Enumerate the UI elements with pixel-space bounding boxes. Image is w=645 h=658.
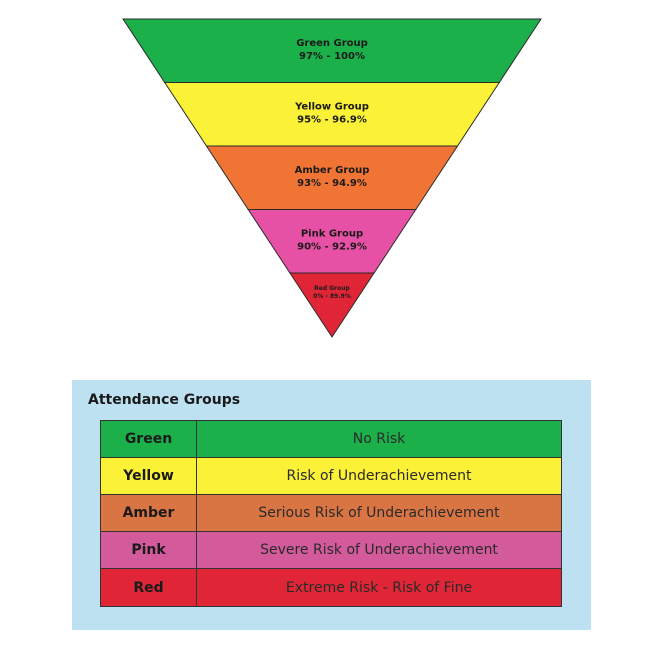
legend-group-description: Extreme Risk - Risk of Fine	[285, 579, 473, 596]
attendance-groups-legend: Attendance Groups Green No Risk Yellow R…	[72, 380, 591, 630]
legend-table: Green No Risk Yellow Risk of Underachiev…	[100, 420, 562, 607]
legend-title: Attendance Groups	[88, 392, 241, 408]
legend-group-name: Green	[101, 421, 197, 457]
pyramid-level-range: 95% - 96.9%	[297, 115, 367, 126]
pyramid-level-name: Amber Group	[295, 165, 370, 176]
legend-group-description: Risk of Underachievement	[286, 468, 472, 484]
attendance-pyramid: Green Group 97% - 100% Yellow Group 95% - 9…	[122, 18, 542, 338]
pyramid-level-range: 90% - 92.9%	[297, 242, 367, 253]
legend-row-yellow: Yellow Risk of Underachievement	[101, 458, 561, 495]
pyramid-level-range: 93% - 94.9%	[297, 178, 367, 189]
pyramid-level-name: Green Group	[296, 38, 368, 49]
legend-row-amber: Amber Serious Risk of Underachievement	[101, 495, 561, 532]
pyramid-level-name: Pink Group	[301, 229, 363, 240]
pyramid-level-red	[289, 272, 375, 338]
pyramid-level-range: 97% - 100%	[299, 51, 365, 62]
legend-row-green: Green No Risk	[101, 421, 561, 458]
legend-group-description: Serious Risk of Underachievement	[258, 505, 500, 521]
legend-group-name: Red	[101, 569, 197, 606]
pyramid-level-range: 0% - 89.9%	[313, 293, 351, 300]
legend-group-name: Yellow	[101, 458, 197, 494]
legend-row-pink: Pink Severe Risk of Underachievement	[101, 532, 561, 569]
pyramid-level-name: Red Group	[314, 285, 350, 292]
pyramid-level-name: Yellow Group	[294, 102, 369, 113]
legend-group-name: Amber	[101, 495, 197, 531]
legend-group-description: No Risk	[352, 431, 406, 447]
legend-group-description: Severe Risk of Underachievement	[260, 542, 498, 558]
legend-row-red: Red Extreme Risk - Risk of Fine	[101, 569, 561, 606]
legend-group-name: Pink	[101, 532, 197, 568]
